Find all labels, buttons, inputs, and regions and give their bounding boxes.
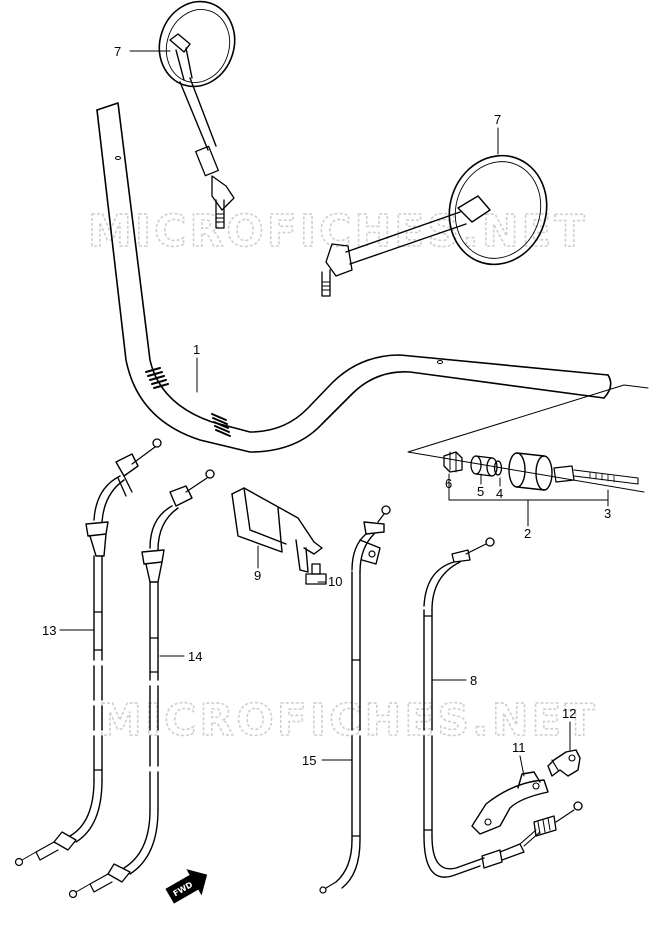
throttle-cable-14 bbox=[68, 469, 215, 899]
left-mirror bbox=[158, 0, 236, 229]
leader-lines bbox=[59, 50, 571, 777]
clutch-cable-15 bbox=[319, 505, 391, 894]
label-part-9: 9 bbox=[254, 568, 261, 583]
label-part-10: 10 bbox=[328, 574, 342, 589]
bracket-12 bbox=[547, 749, 581, 777]
label-part-8: 8 bbox=[470, 673, 477, 688]
label-part-2: 2 bbox=[524, 526, 531, 541]
throttle-cable-13 bbox=[14, 438, 162, 867]
cable-guide-9 bbox=[231, 487, 323, 573]
bar-end-weight-assembly bbox=[407, 384, 649, 527]
label-part-4: 4 bbox=[496, 486, 503, 501]
label-part-1: 1 bbox=[193, 342, 200, 357]
label-part-3: 3 bbox=[604, 506, 611, 521]
bracket-11 bbox=[471, 771, 549, 835]
label-part-13: 13 bbox=[42, 623, 56, 638]
label-part-11: 11 bbox=[512, 740, 526, 755]
label-part-7-left: 7 bbox=[114, 44, 121, 59]
watermark-top: MICROFICHES.NET bbox=[88, 206, 588, 257]
cable-8 bbox=[423, 537, 583, 878]
watermark-bottom: MICROFICHES.NET bbox=[98, 695, 598, 746]
fwd-arrow-icon: FWD bbox=[165, 869, 208, 904]
label-part-12: 12 bbox=[562, 706, 576, 721]
bolt-10 bbox=[305, 563, 327, 585]
label-part-6: 6 bbox=[445, 476, 452, 491]
right-mirror bbox=[321, 154, 548, 297]
handlebar bbox=[96, 102, 612, 453]
label-part-5: 5 bbox=[477, 484, 484, 499]
label-part-7-right: 7 bbox=[494, 112, 501, 127]
label-part-14: 14 bbox=[188, 649, 202, 664]
label-part-15: 15 bbox=[302, 753, 316, 768]
